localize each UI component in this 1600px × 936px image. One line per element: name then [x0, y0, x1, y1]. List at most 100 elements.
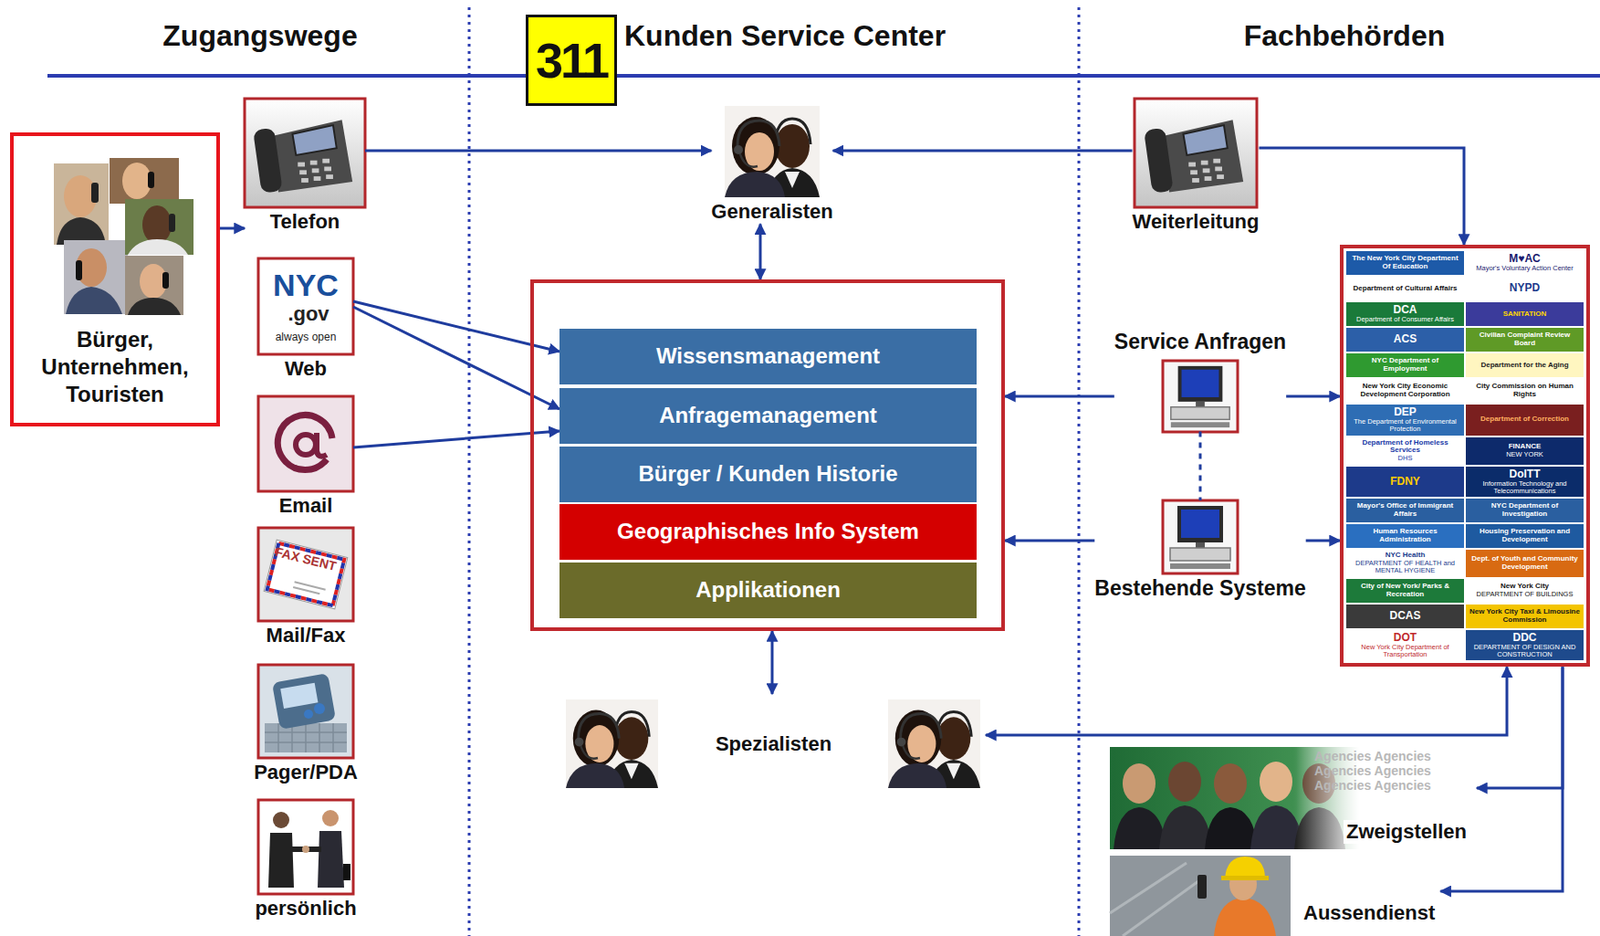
flow-arrow	[1258, 147, 1465, 245]
stamp-text: FAX SENT	[273, 544, 338, 573]
agency-name: Human Resources Administration	[1349, 527, 1462, 544]
agency-logo: DEPThe Department of Environmental Prote…	[1346, 404, 1465, 436]
agency-name: DEP	[1393, 406, 1417, 419]
agency-logo: City of New York/ Parks & Recreation	[1346, 578, 1465, 603]
agency-name: NEW YORK	[1505, 450, 1544, 459]
field-photo	[1109, 855, 1291, 936]
agency-name: NYC Department of Employment	[1349, 356, 1462, 374]
column-divider	[469, 7, 1079, 936]
agency-logo: SANITATION	[1465, 302, 1584, 326]
node-label: Applikationen	[695, 576, 841, 604]
flow-arrow	[353, 430, 560, 448]
agency-name: The Department of Environmental Protecti…	[1349, 418, 1462, 434]
icon-space	[258, 664, 354, 758]
watermark: Agencies Agencies	[1314, 778, 1432, 792]
system-box: WissensmanagementAnfragemanagementBürger…	[530, 279, 1005, 631]
logo-text: .gov	[287, 303, 329, 325]
agency-name: DEPARTMENT OF DESIGN AND CONSTRUCTION	[1468, 643, 1581, 659]
agency-name: Mayor's Voluntary Action Center	[1475, 264, 1573, 272]
icon-space	[1162, 500, 1238, 574]
node-label: Generalisten	[711, 199, 833, 224]
agent-group: Generalisten	[711, 105, 833, 224]
agency-name: DCAS	[1389, 609, 1421, 622]
flow-arrow	[833, 149, 1133, 153]
icon-space	[258, 799, 354, 894]
agency-name: NYC Department of Investigation	[1468, 501, 1581, 519]
column-heading: Kunden Service Center	[624, 20, 946, 51]
forward-phone-icon	[1134, 98, 1257, 208]
module-band: Wissensmanagement	[559, 328, 977, 385]
agency-name: Department for the Aging	[1480, 361, 1569, 370]
agency-name: FDNY	[1390, 475, 1421, 488]
agency-name: Department of Consumer Affairs	[1356, 315, 1454, 324]
agency-name: DCA	[1393, 303, 1418, 316]
agency-name: Mayor's Office of Immigrant Affairs	[1349, 501, 1462, 519]
agency-name: FINANCE	[1508, 442, 1542, 451]
flow-arrow	[1306, 539, 1340, 543]
agency-logo: DOTNew York City Department of Transport…	[1346, 629, 1465, 661]
email-icon	[258, 396, 354, 492]
agency-name: Housing Preservation and Development	[1468, 527, 1581, 544]
node-label: 311	[535, 35, 607, 85]
agency-name: Dept. of Youth and Community Development	[1468, 554, 1581, 572]
agency-logo: DDCDEPARTMENT OF DESIGN AND CONSTRUCTION	[1465, 629, 1584, 661]
node-label: Geographisches Info System	[616, 518, 920, 545]
module-band: Anfragemanagement	[559, 387, 977, 444]
agency-name: DoITT	[1509, 468, 1541, 481]
agency-name: Department of Correction	[1480, 415, 1569, 424]
web-icon	[258, 258, 354, 355]
channel-icon: Email	[258, 396, 354, 518]
column-heading: Fachbehörden	[1244, 20, 1445, 51]
agency-logo: Department of Cultural Affairs	[1346, 276, 1465, 301]
node-label: Email	[279, 493, 334, 518]
icon-space	[1109, 855, 1291, 936]
logo-text: NYC	[272, 269, 339, 301]
flow-arrow	[759, 223, 763, 280]
agency-logo: ACS	[1346, 327, 1465, 352]
logo-box: 311	[525, 14, 617, 106]
flow-arrow	[771, 630, 774, 694]
agency-name: Department of Homeless Services	[1349, 439, 1462, 456]
header-rule	[47, 75, 1600, 77]
icon-space	[724, 105, 820, 198]
agency-name: DDC	[1513, 631, 1538, 644]
agency-name: Civilian Complaint Review Board	[1468, 331, 1581, 348]
flow-arrow	[365, 149, 712, 153]
flow-arrow	[985, 666, 1507, 735]
fax-icon	[258, 527, 354, 621]
agency-logo: Housing Preservation and Development	[1465, 523, 1584, 548]
agency-name: New York City Taxi & Limousine Commissio…	[1468, 607, 1581, 625]
icon-space	[1162, 360, 1238, 432]
forward-node: Weiterleitung	[1132, 98, 1260, 234]
channel-icon: Pager/PDA	[253, 664, 358, 785]
agency-name: DOT	[1393, 631, 1417, 644]
agency-logo: Dept. of Youth and Community Development	[1465, 549, 1584, 576]
channel-icon: persönlich	[254, 799, 356, 921]
node-label: Telefon	[270, 209, 341, 234]
node-label: Wissensmanagement	[656, 343, 880, 370]
node-label: Bürger, Unternehmen, Touristen	[17, 325, 213, 408]
agency-name: NYPD	[1509, 282, 1540, 294]
module-band: Geographisches Info System	[559, 503, 977, 560]
agency-logo: New York City Taxi & Limousine Commissio…	[1465, 604, 1584, 628]
watermark: Agencies Agencies	[1314, 763, 1432, 777]
node-label: Bestehende Systeme	[1094, 575, 1306, 602]
agency-logo: City Commission on Human Rights	[1465, 378, 1584, 403]
agency-name: NYC Health	[1385, 551, 1426, 560]
agency-panel: The New York City Department Of Educatio…	[1339, 244, 1590, 667]
node-label: Anfragemanagement	[658, 402, 878, 429]
icon-space	[244, 98, 366, 208]
agent-group: Spezialisten	[561, 693, 986, 795]
channel-icon: Telefon	[244, 98, 366, 234]
agency-logo: NYPD	[1465, 276, 1584, 301]
node-label: Mail/Fax	[266, 623, 346, 648]
flow-arrow	[1199, 431, 1203, 501]
request-node: Service Anfragen	[1114, 329, 1287, 432]
flow-arrow	[353, 306, 560, 409]
flow-arrow	[353, 301, 560, 352]
agency-name: Department of Cultural Affairs	[1353, 284, 1458, 293]
agency-logo: DCAS	[1346, 604, 1465, 628]
system-node: Bestehende Systeme	[1094, 500, 1306, 602]
